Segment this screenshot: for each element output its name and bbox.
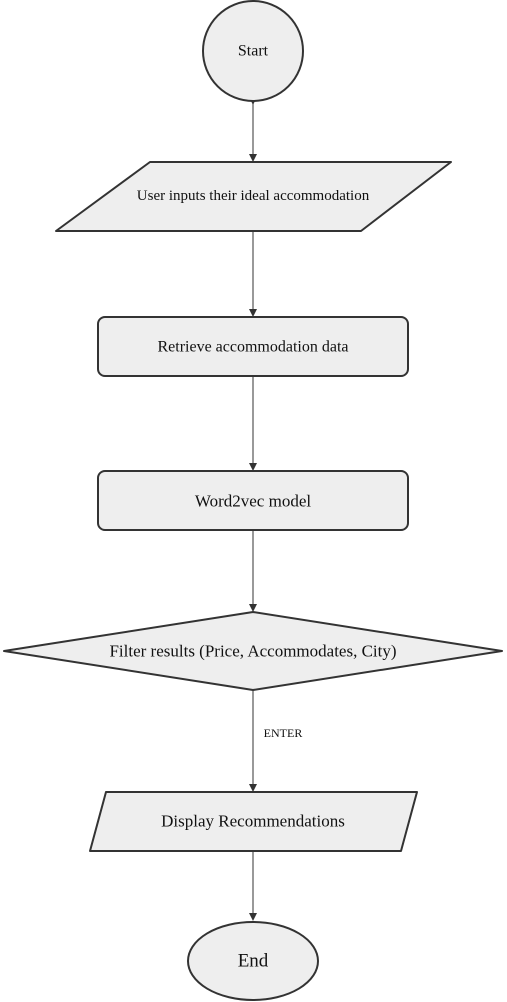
node-display-label: Display Recommendations bbox=[161, 812, 345, 831]
node-input: User inputs their ideal accommodation bbox=[55, 161, 452, 232]
node-end-label: End bbox=[238, 951, 269, 972]
node-end: End bbox=[187, 921, 319, 1001]
node-retrieve: Retrieve accommodation data bbox=[97, 316, 409, 377]
node-filter: Filter results (Price, Accommodates, Cit… bbox=[3, 611, 503, 691]
node-model-label: Word2vec model bbox=[195, 492, 311, 511]
node-filter-label: Filter results (Price, Accommodates, Cit… bbox=[109, 642, 396, 661]
node-input-label: User inputs their ideal accommodation bbox=[137, 188, 370, 204]
node-display: Display Recommendations bbox=[89, 791, 418, 852]
node-model: Word2vec model bbox=[97, 470, 409, 531]
node-retrieve-label: Retrieve accommodation data bbox=[157, 339, 348, 356]
edge-label-enter: ENTER bbox=[264, 726, 303, 740]
node-start: Start bbox=[202, 0, 304, 102]
node-start-label: Start bbox=[238, 43, 269, 60]
